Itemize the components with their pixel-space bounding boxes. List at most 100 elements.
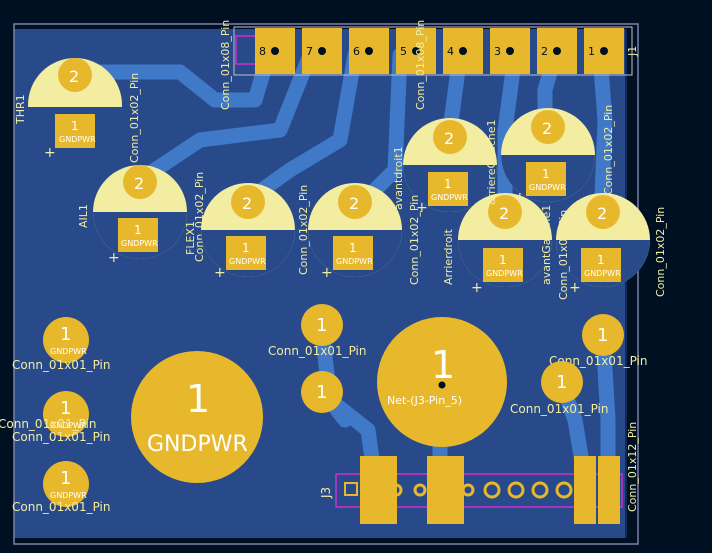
- j1-pin-1-label: 1: [588, 45, 595, 58]
- j1-pins[interactable]: [255, 28, 624, 74]
- scl1-pad[interactable]: [582, 314, 624, 356]
- gndpwr-large-pad-net: GNDPWR: [147, 432, 248, 457]
- connector-ail1[interactable]: 2 1 GNDPWR AIL1 Conn_01x02_Pin +: [77, 165, 206, 266]
- thr1-value: Conn_01x02_Pin: [128, 73, 141, 163]
- ail1-pad-1[interactable]: [118, 218, 158, 252]
- j3-pad-group-c[interactable]: [574, 456, 596, 524]
- flex1-pad-2-label: 2: [242, 194, 252, 213]
- connector-thr1[interactable]: 2 1 GNDPWR THR1 Conn_01x02_Pin +: [14, 58, 141, 163]
- elev1-pad-1[interactable]: [333, 236, 373, 270]
- sda1-pad[interactable]: [541, 361, 583, 403]
- connector-avantgauche1[interactable]: 2 1 GNDPWR avantGauche1 Conn_01x02_Pin C…: [540, 193, 667, 300]
- arrierdroit1-pad-2[interactable]: [488, 195, 522, 229]
- flex1-pad-1[interactable]: [226, 236, 266, 270]
- j1-pin-3-label: 3: [494, 45, 501, 58]
- thr1-pad-2-label: 2: [69, 67, 79, 86]
- connector-j3[interactable]: J3 Conn_01x12_Pin: [319, 422, 639, 524]
- 5v2-pad-number: 1: [316, 315, 327, 336]
- avantgauche1-pad-2[interactable]: [586, 195, 620, 229]
- avantdroit1-pad-2[interactable]: [433, 120, 467, 154]
- elev1-plus-mark: +: [321, 265, 333, 281]
- j13-value: Conn_01x01_Pin: [12, 430, 110, 444]
- j14-pad-number: 1: [60, 324, 71, 345]
- arrieregauche1-value: Conn_01x02_Pin: [602, 105, 615, 195]
- j14-pad[interactable]: [43, 317, 89, 363]
- arrieregauche1-pad-1-label: 1: [542, 167, 550, 181]
- connector-arrierdroit1[interactable]: 2 1 GNDPWR Arrierdroit +: [442, 193, 552, 296]
- thr1-pad-1-label: 1: [71, 119, 79, 133]
- j1-pin-8-label: 8: [259, 45, 266, 58]
- single-pin-pads[interactable]: 1 GNDPWR Conn_01x01_Pin 1 GNDPWR Conn_01…: [0, 304, 647, 514]
- scl1-value: Conn_01x01_Pin: [549, 354, 647, 368]
- avantgauche1-pad-1-label: 1: [597, 253, 605, 267]
- j1-pin-2-label: 2: [541, 45, 548, 58]
- j13-pad-net: GNDPWR: [50, 421, 87, 430]
- elev1-pad-1-label: 1: [349, 241, 357, 255]
- j15-pad[interactable]: [43, 461, 89, 507]
- connector-flex1[interactable]: 2 1 GNDPWR FLEX1 Conn_01x02_Pin +: [184, 183, 310, 281]
- thr1-pad-2[interactable]: [58, 58, 92, 92]
- flex1-pad-2[interactable]: [231, 185, 265, 219]
- avantdroit1-pad-1-label: 1: [444, 177, 452, 191]
- j13-pad[interactable]: [43, 391, 89, 437]
- avantdroit1-pad-2-label: 2: [444, 129, 454, 148]
- connector-elev1[interactable]: 2 1 GNDPWR +: [308, 183, 402, 281]
- avantdroit1-reference: avantdroit1: [392, 146, 405, 210]
- avantgauche1-pad-1[interactable]: [581, 248, 621, 282]
- ail1-pad-2[interactable]: [123, 165, 157, 199]
- j1-courtyard: [233, 26, 633, 76]
- avantdroit1-value: Conn_01x02_Pin: [408, 195, 421, 285]
- ail1-reference: AIL1: [77, 204, 90, 228]
- j1-pin-6-label: 6: [353, 45, 360, 58]
- avantdroit1-plus-mark: +: [416, 200, 428, 216]
- connector-arrieregauche1[interactable]: 2 1 GNDPWR arriereGauche1 Conn_01x02_Pin…: [485, 105, 615, 206]
- arrieregauche1-pad-2-label: 2: [542, 119, 552, 138]
- connector-j1[interactable]: 8 7 6 5 4 3 2 1 J1 Conn_01x08_Pin Conn_0…: [219, 20, 639, 110]
- avantgauche1-value: Conn_01x02_Pin: [557, 210, 570, 300]
- j14-value: Conn_01x01_Pin: [12, 358, 110, 372]
- flex1-value: Conn_01x02_Pin: [297, 185, 310, 275]
- j14-pad-net: GNDPWR: [50, 347, 87, 356]
- arrieregauche1-pad-2[interactable]: [531, 110, 565, 144]
- net-j3-pin5-drill: [438, 381, 446, 389]
- avantdroit1-pad-1[interactable]: [428, 172, 468, 206]
- 5v2-pad[interactable]: [301, 304, 343, 346]
- arrierdroit1-pad-1-net: GNDPWR: [486, 269, 523, 278]
- j3-pad-group-b[interactable]: [427, 456, 464, 524]
- arrieregauche1-pad-1[interactable]: [526, 162, 566, 196]
- flex1-pad-1-net: GNDPWR: [229, 257, 266, 266]
- thr1-reference: THR1: [14, 94, 27, 125]
- large-pads[interactable]: 1 GNDPWR 1 Net-(J3-Pin_5): [131, 317, 507, 483]
- j15-pad-net: GNDPWR: [50, 491, 87, 500]
- arrierdroit1-plus-mark: +: [471, 280, 483, 296]
- thr1-pad-1-net: GNDPWR: [59, 135, 96, 144]
- scl1-pad-number: 1: [597, 325, 608, 346]
- elev1-pad-1-net: GNDPWR: [336, 257, 373, 266]
- elev1-pad-2[interactable]: [338, 185, 372, 219]
- j3-pin1-square[interactable]: [344, 482, 358, 496]
- track-ail1: [132, 47, 318, 188]
- ail1-plus-mark: +: [108, 250, 120, 266]
- arrierdroit1-pad-1-label: 1: [499, 253, 507, 267]
- 5v1-pad[interactable]: [301, 371, 343, 413]
- 5v2-value: Conn_01x01_Pin: [268, 344, 366, 358]
- j1-pin-5-label: 5: [400, 45, 407, 58]
- arrieregauche1-reference: arriereGauche1: [485, 120, 498, 206]
- gndpwr-large-pad[interactable]: [131, 351, 263, 483]
- scl2-value: Conn_01x02_Pin: [654, 207, 667, 297]
- j3-through-holes[interactable]: [365, 481, 617, 499]
- avantgauche1-reference: avantGauche1: [540, 205, 553, 285]
- thr1-pad-1[interactable]: [55, 114, 95, 148]
- connector-avantdroit1[interactable]: 2 1 GNDPWR avantdroit1 Conn_01x02_Pin +: [392, 118, 497, 285]
- ail1-pad-1-net: GNDPWR: [121, 239, 158, 248]
- thr1-plus-mark: +: [44, 145, 56, 161]
- avantgauche1-plus-mark: +: [569, 280, 581, 296]
- j3-pad-group-d[interactable]: [598, 456, 620, 524]
- j15-pad-number: 1: [60, 468, 71, 489]
- j15-value: Conn_01x01_Pin: [12, 500, 110, 514]
- servo-connectors[interactable]: 2 1 GNDPWR THR1 Conn_01x02_Pin + 2 1 GND…: [14, 58, 667, 300]
- arrierdroit1-pad-1[interactable]: [483, 248, 523, 282]
- avantgauche1-pad-1-net: GNDPWR: [584, 269, 621, 278]
